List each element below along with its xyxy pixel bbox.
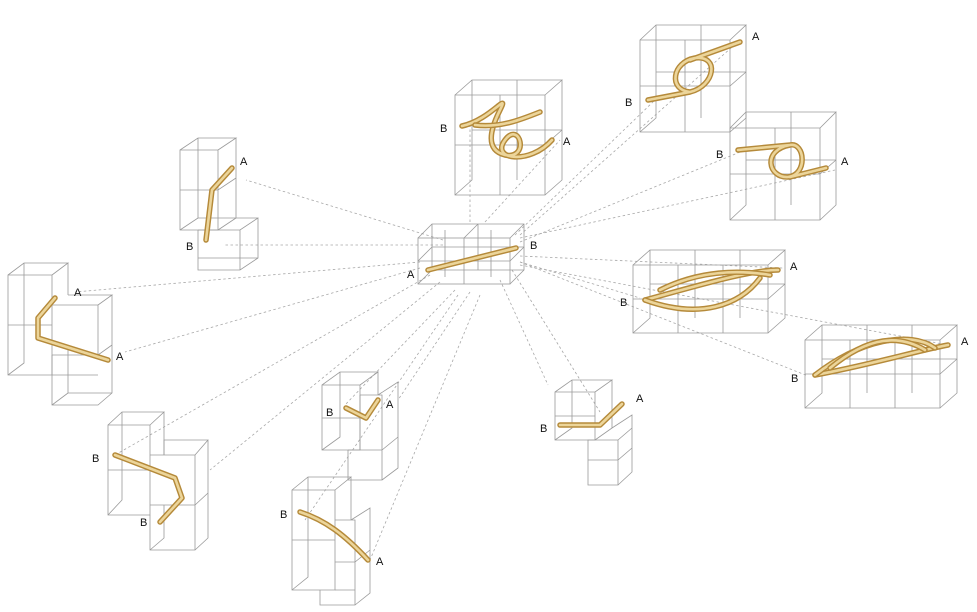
connector-line [74, 261, 421, 293]
bent-rod [112, 452, 185, 525]
cell-upper-left: A B [179, 137, 259, 271]
cell-wireframe [554, 379, 633, 486]
connector-line [304, 294, 459, 521]
connector-line [344, 289, 456, 406]
label-a: A [790, 261, 798, 273]
connector-line [519, 149, 746, 243]
label-b: B [540, 423, 547, 435]
cell-wireframe [639, 24, 748, 133]
cell-wireframe [417, 223, 525, 285]
knotted-rod [459, 100, 555, 160]
center-rod [425, 245, 519, 273]
label-b: B [440, 123, 447, 135]
label-a: A [636, 393, 644, 405]
connector-line [519, 261, 641, 299]
cell-wireframe [804, 324, 959, 409]
cell-left: A A [7, 262, 124, 406]
label-b: B [625, 97, 632, 109]
label-a: A [961, 336, 969, 348]
label-a: A [841, 156, 849, 168]
looped-rod [735, 142, 829, 180]
bent-rod [203, 165, 235, 243]
bent-rod [343, 397, 381, 421]
label-a: A [240, 156, 248, 168]
connector-line [369, 294, 481, 561]
cell-center-right: B A [540, 379, 644, 486]
connector-line [514, 99, 656, 236]
center-cell: A B [407, 223, 537, 285]
connector-lines [74, 39, 949, 561]
cell-top-right: A B [625, 24, 760, 133]
connector-line [519, 261, 809, 377]
label-a: A [563, 136, 571, 148]
cell-wireframe [729, 111, 837, 221]
cell-wireframe [107, 411, 209, 551]
label-a: A [116, 351, 124, 363]
connector-line [397, 291, 471, 401]
connector-line [499, 279, 549, 386]
cell-lower-left: B B [92, 411, 209, 551]
center-label-b: B [530, 240, 537, 252]
bent-rod [557, 401, 625, 428]
connector-line [114, 274, 431, 456]
curved-rods [812, 336, 951, 378]
cell-small-bottom: B A [321, 371, 399, 481]
label-b: B [280, 509, 287, 521]
cell-wireframe [321, 371, 399, 481]
curved-rod [297, 509, 371, 563]
bent-rod [35, 295, 111, 363]
label-a: A [752, 31, 760, 43]
label-b: B [92, 453, 99, 465]
connector-line [519, 255, 784, 269]
cell-wireframe [179, 137, 259, 271]
cell-right-long: A B [620, 249, 798, 334]
cell-bottom: B A [280, 476, 384, 606]
connector-line [519, 39, 741, 236]
cell-far-right: A B [791, 324, 969, 409]
connector-line [124, 267, 421, 353]
connector-line [245, 179, 444, 241]
label-b: B [791, 373, 798, 385]
looped-rod [645, 39, 743, 103]
label-b: B [140, 517, 147, 529]
cell-top-center: B A [440, 79, 571, 196]
label-b: B [186, 241, 193, 253]
label-b: B [716, 149, 723, 161]
curved-rods [642, 267, 781, 312]
cell-wireframe [7, 262, 114, 406]
label-a: A [376, 556, 384, 568]
connector-line [511, 269, 601, 413]
center-label-a: A [407, 269, 415, 281]
connector-line [519, 169, 836, 239]
label-a: A [74, 287, 82, 299]
connector-line [209, 281, 441, 471]
cell-right-loop: B A [716, 111, 849, 221]
connector-line [484, 139, 561, 223]
label-a: A [386, 399, 394, 411]
label-b: B [620, 297, 627, 309]
cell-wireframe [291, 476, 371, 606]
label-b: B [326, 407, 333, 419]
